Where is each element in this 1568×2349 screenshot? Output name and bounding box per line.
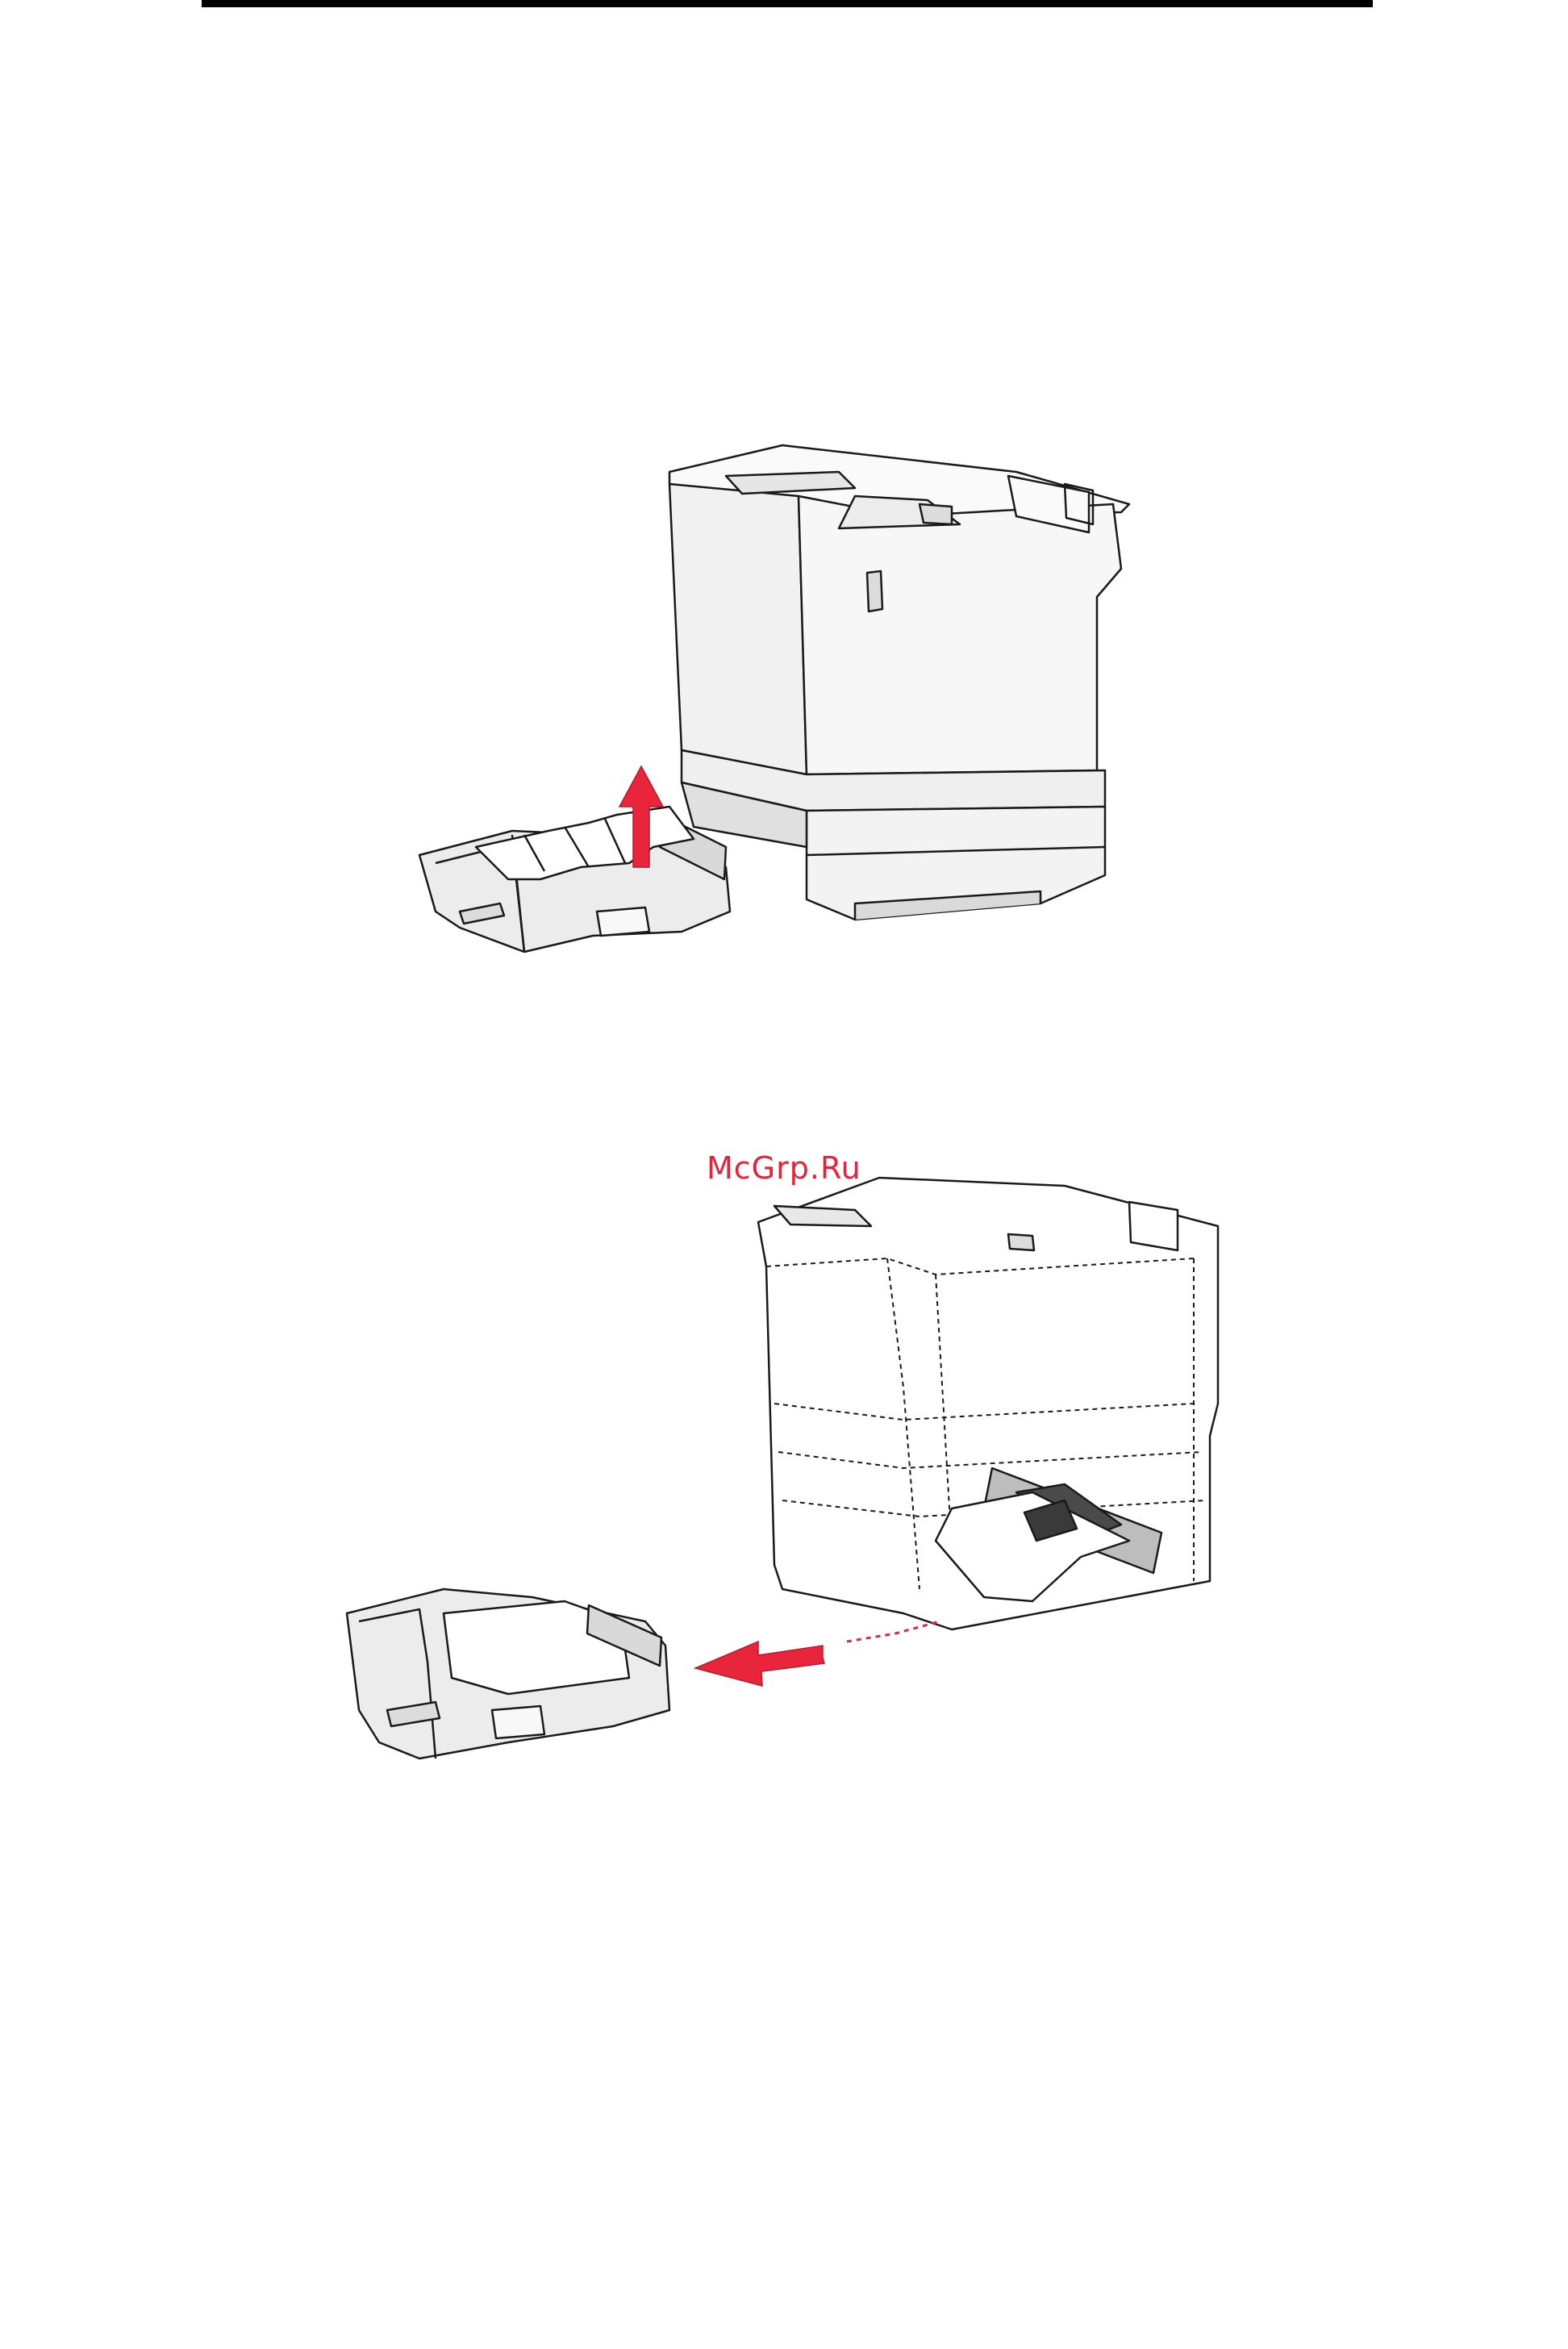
figure-remove-jammed-paper — [403, 428, 1178, 1049]
printer-tray-illustration-1 — [403, 428, 1178, 1049]
printer-tray-illustration-2 — [323, 1162, 1258, 1831]
pull-out-arrow — [695, 1621, 940, 1686]
figure-remove-paper-from-opening — [323, 1162, 1258, 1831]
header-rule — [202, 0, 1373, 7]
